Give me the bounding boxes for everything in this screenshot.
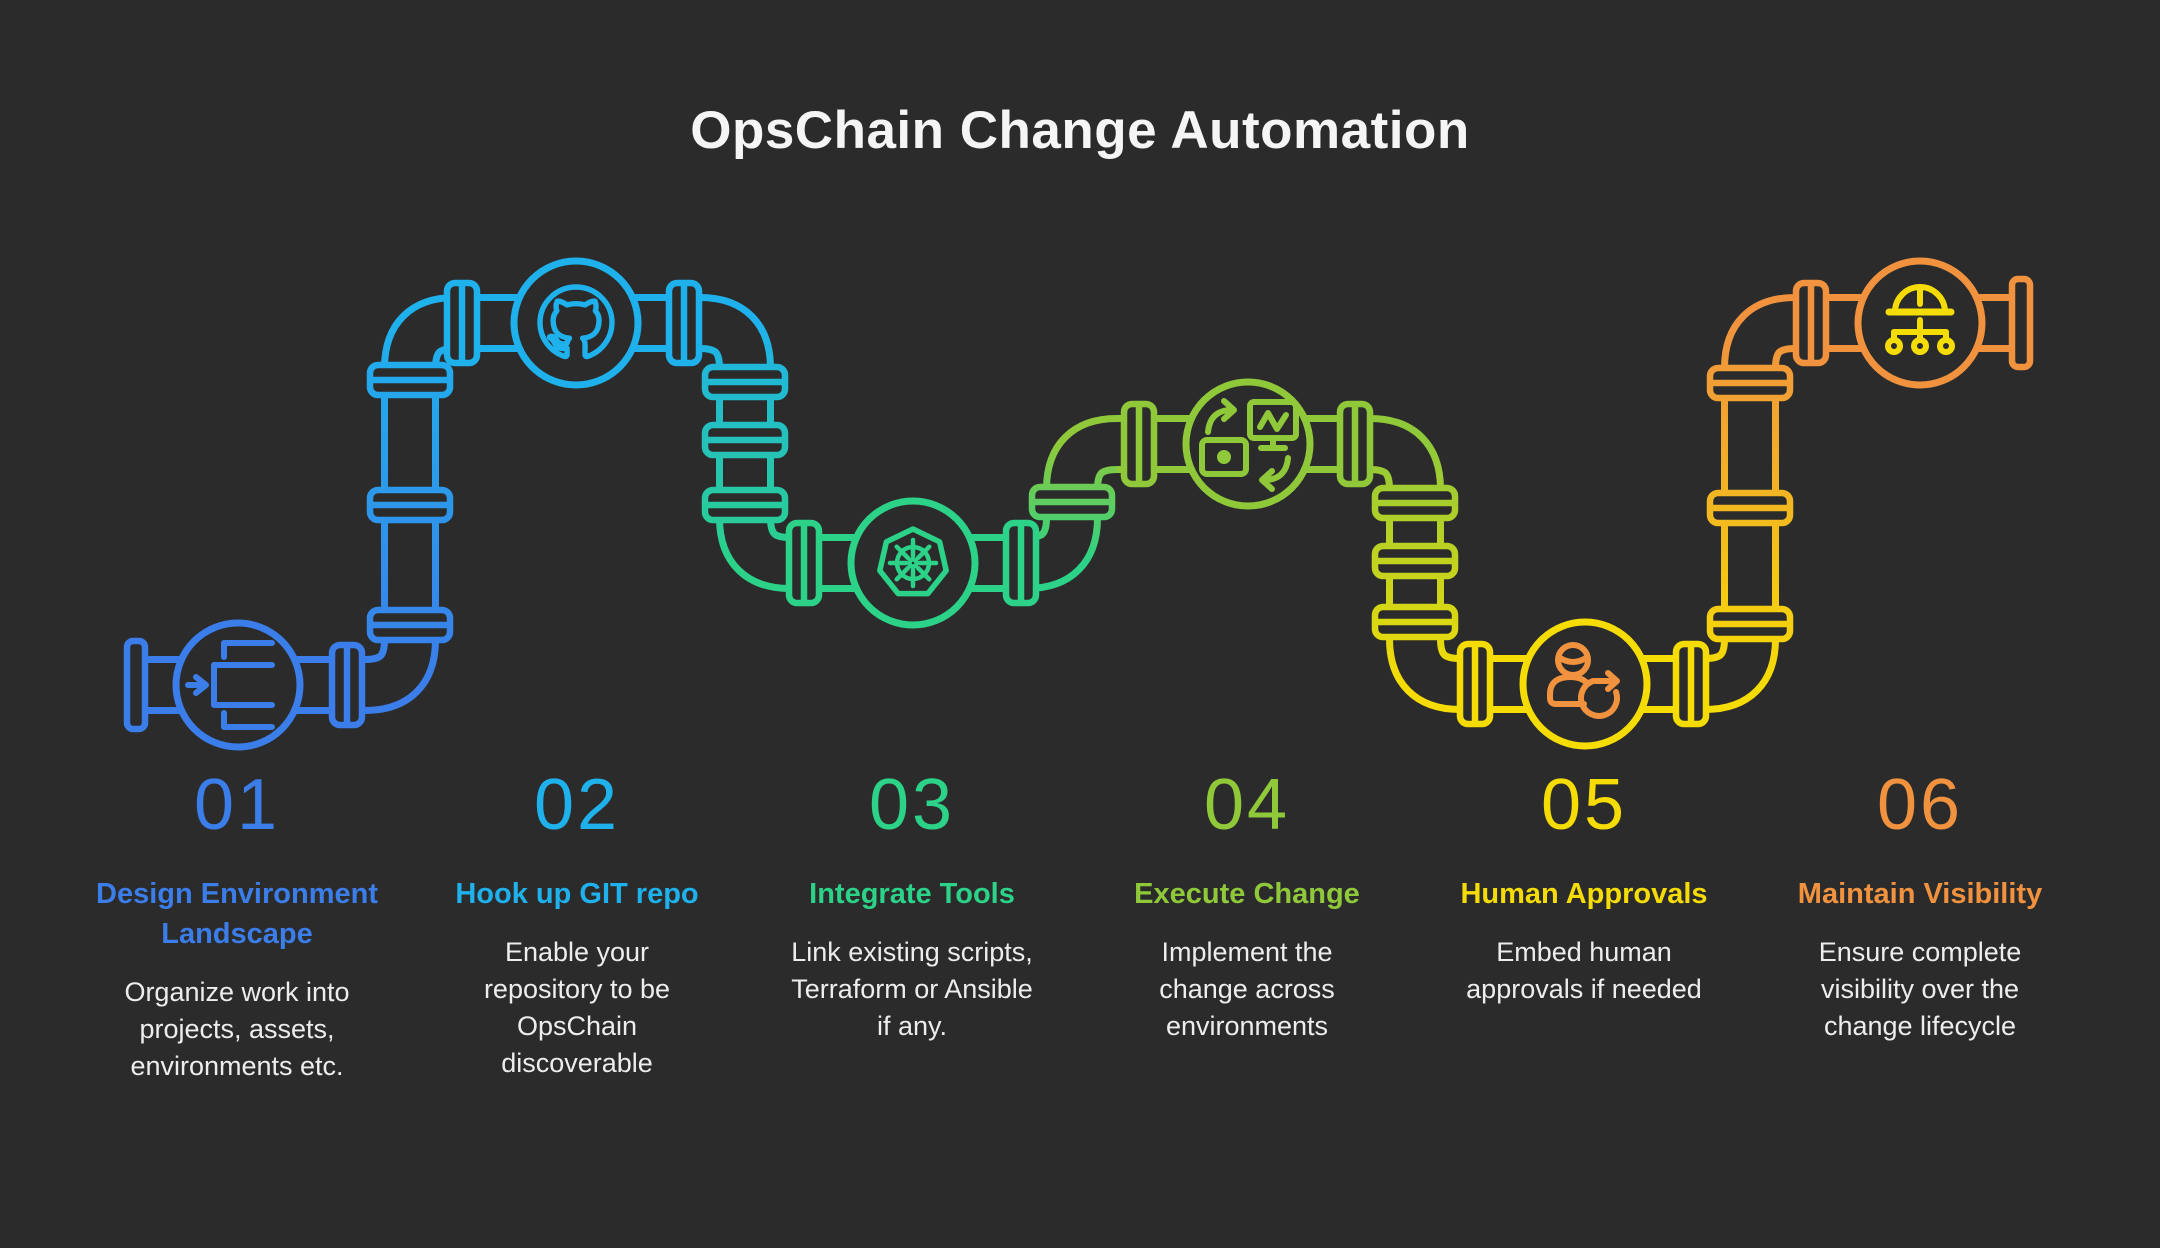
hardhat-network-icon: [1885, 284, 1955, 355]
environment-landscape-icon: [185, 640, 275, 730]
user-refresh-icon: [1547, 642, 1620, 719]
step-column-4: 04 Execute Change Implement the change a…: [1057, 768, 1437, 1045]
kubernetes-icon: [877, 526, 949, 597]
step-number: 04: [1203, 765, 1291, 845]
step-title: Maintain Visibility: [1797, 878, 2043, 910]
node-circle-2: [510, 257, 642, 389]
systems-sync-icon: [1199, 398, 1299, 492]
step-number: 03: [868, 765, 956, 845]
github-icon: [537, 284, 615, 360]
step-number: 02: [533, 765, 621, 845]
step-number: 01: [193, 765, 281, 845]
step-title: Execute Change: [1134, 878, 1360, 910]
step-number: 06: [1876, 765, 1964, 845]
step-description: Ensure complete visibility over the chan…: [1818, 937, 2022, 1041]
pipe-fittings: [123, 275, 2034, 733]
step-column-3: 03 Integrate Tools Link existing scripts…: [722, 768, 1102, 1045]
step-description: Implement the change across environments: [1159, 937, 1335, 1041]
step-title: Integrate Tools: [809, 878, 1015, 910]
step-title: Design Environment Landscape: [96, 878, 378, 950]
step-column-1: 01 Design Environment Landscape Organize…: [47, 768, 427, 1085]
step-description: Link existing scripts, Terraform or Ansi…: [791, 937, 1033, 1041]
step-column-2: 02 Hook up GIT repo Enable your reposito…: [387, 768, 767, 1082]
step-description: Embed human approvals if needed: [1466, 937, 1702, 1004]
node-circle-3: [847, 497, 979, 629]
step-column-5: 05 Human Approvals Embed human approvals…: [1394, 768, 1774, 1008]
step-column-6: 06 Maintain Visibility Ensure complete v…: [1730, 768, 2110, 1045]
pipe-endcap-left: [123, 637, 149, 733]
step-number: 05: [1540, 765, 1628, 845]
step-title: Human Approvals: [1460, 878, 1708, 910]
step-description: Enable your repository to be OpsChain di…: [483, 937, 671, 1078]
step-description: Organize work into projects, assets, env…: [124, 977, 350, 1081]
step-title: Hook up GIT repo: [455, 878, 699, 910]
pipe-endcap-right: [2008, 275, 2034, 371]
page-title: OpsChain Change Automation: [690, 101, 1470, 160]
node-circle-1: [172, 619, 304, 751]
